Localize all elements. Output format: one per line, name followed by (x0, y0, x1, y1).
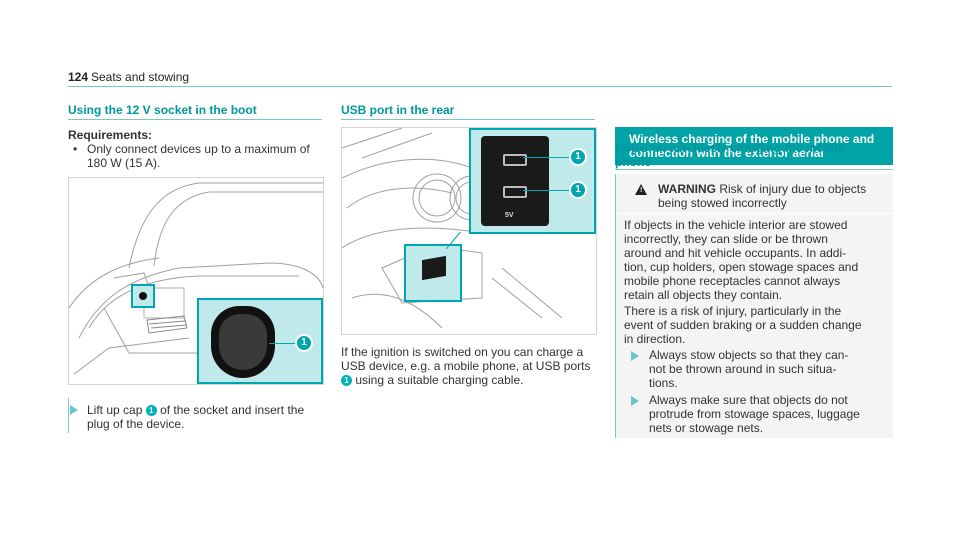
page-number: 124 (68, 70, 89, 84)
action-2-line: Always make sure that objects do not (649, 393, 848, 407)
p2-line: in direction. (624, 332, 686, 346)
action-2-line: protrude from stowage spaces, luggage (649, 407, 860, 421)
wireless-subheading-rule (615, 169, 893, 170)
usb-port-1-icon (503, 154, 527, 166)
requirements-label: Requirements: (68, 128, 153, 142)
warning-paragraph-2: There is a risk of injury, particularly … (624, 304, 862, 346)
socket-heading-rule (68, 119, 322, 120)
usb-port-2-icon (503, 186, 527, 198)
boot-illustration (68, 182, 324, 375)
usb-port-figure: 5V 1 1 (341, 127, 597, 335)
socket-step-text-2: plug of the device. (87, 417, 185, 431)
usb-callout-large: 5V 1 1 (469, 128, 596, 234)
step-text-b: of the socket and insert the (160, 403, 305, 417)
p1-line: retain all objects they contain. (624, 288, 783, 302)
warning-title-1: Risk of injury due to objects (719, 182, 867, 196)
socket-callout-line (269, 343, 297, 344)
action-1-arrow-icon (631, 351, 639, 361)
warning-label: WARNING (658, 182, 716, 196)
wireless-bar-line-2: connection with the exterior aerial (629, 146, 824, 160)
header-rule (68, 86, 892, 87)
usb-panel: 5V (481, 136, 549, 226)
requirement-bullet: • (73, 142, 78, 156)
warning-paragraph-1: If objects in the vehicle interior are s… (624, 218, 858, 302)
socket-dot-icon (139, 292, 147, 300)
step-rule (68, 398, 69, 433)
warning-box: ! WARNING Risk of injury due to objects … (615, 174, 893, 438)
wireless-subheading-2: phone (615, 155, 651, 169)
p1-line: tion, cup holders, open stowage spaces a… (624, 260, 859, 274)
warning-triangle-icon (635, 184, 647, 195)
boot-socket-figure: 1 (68, 177, 324, 385)
p2-line: There is a risk of injury, particularly … (624, 304, 842, 318)
p1-line: mobile phone receptacles cannot always (624, 274, 841, 288)
socket-callout-badge: 1 (295, 334, 313, 352)
wireless-subheading-1: Notes on wirelessly charging the mobile (615, 141, 845, 155)
warning-action-1: Always stow objects so that they can- no… (649, 348, 848, 390)
p1-line: around and hit vehicle occupants. In add… (624, 246, 847, 260)
action-1-line: Always stow objects so that they can- (649, 348, 849, 362)
step-text-a: Lift up cap (87, 403, 143, 417)
usb-callout-badge-1: 1 (569, 148, 587, 166)
socket-step-text: Lift up cap 1 of the socket and insert t… (87, 403, 327, 417)
step-arrow-icon (70, 405, 78, 415)
usb-text-3-row: 1 using a suitable charging cable. (341, 373, 523, 387)
socket-cap-icon (211, 306, 275, 378)
action-2-arrow-icon (631, 396, 639, 406)
p1-line: If objects in the vehicle interior are s… (624, 218, 848, 232)
action-1-line: tions. (649, 376, 678, 390)
socket-callout-large: 1 (197, 298, 323, 384)
usb-text-3: using a suitable charging cable. (355, 373, 524, 387)
warning-left-rule (615, 174, 616, 438)
requirement-line-2: 180 W (15 A). (87, 156, 161, 170)
socket-heading: Using the 12 V socket in the boot (68, 103, 257, 117)
p1-line: incorrectly, they can slide or be thrown (624, 232, 828, 246)
usb-callout-line-2 (523, 190, 571, 191)
warning-title-2: being stowed incorrectly (658, 196, 787, 210)
usb-voltage-label: 5V (505, 212, 514, 219)
usb-text-number-badge: 1 (341, 375, 352, 386)
warning-title-row: WARNING Risk of injury due to objects (658, 182, 888, 196)
usb-heading: USB port in the rear (341, 103, 455, 117)
requirement-line-1: Only connect devices up to a maximum of (87, 142, 310, 156)
warning-action-2: Always make sure that objects do not pro… (649, 393, 860, 435)
p2-line: event of sudden braking or a sudden chan… (624, 318, 862, 332)
usb-text-1: If the ignition is switched on you can c… (341, 345, 584, 359)
usb-callout-badge-2: 1 (569, 181, 587, 199)
usb-heading-rule (341, 119, 595, 120)
warning-title-divider (615, 213, 893, 214)
step-number-badge: 1 (145, 405, 157, 416)
usb-callout-line-1 (523, 157, 571, 158)
wireless-section-bar: Wireless charging of the mobile phone an… (615, 127, 893, 165)
usb-text-2: USB device, e.g. a mobile phone, at USB … (341, 359, 591, 373)
action-1-line: not be thrown around in such situa- (649, 362, 837, 376)
usb-callout-small (404, 244, 462, 302)
socket-callout-small (131, 284, 155, 308)
wireless-bar-line-1: Wireless charging of the mobile phone an… (629, 132, 875, 146)
section-title: Seats and stowing (91, 70, 190, 84)
usb-small-panel (422, 255, 446, 281)
action-2-line: nets or stowage nets. (649, 421, 764, 435)
